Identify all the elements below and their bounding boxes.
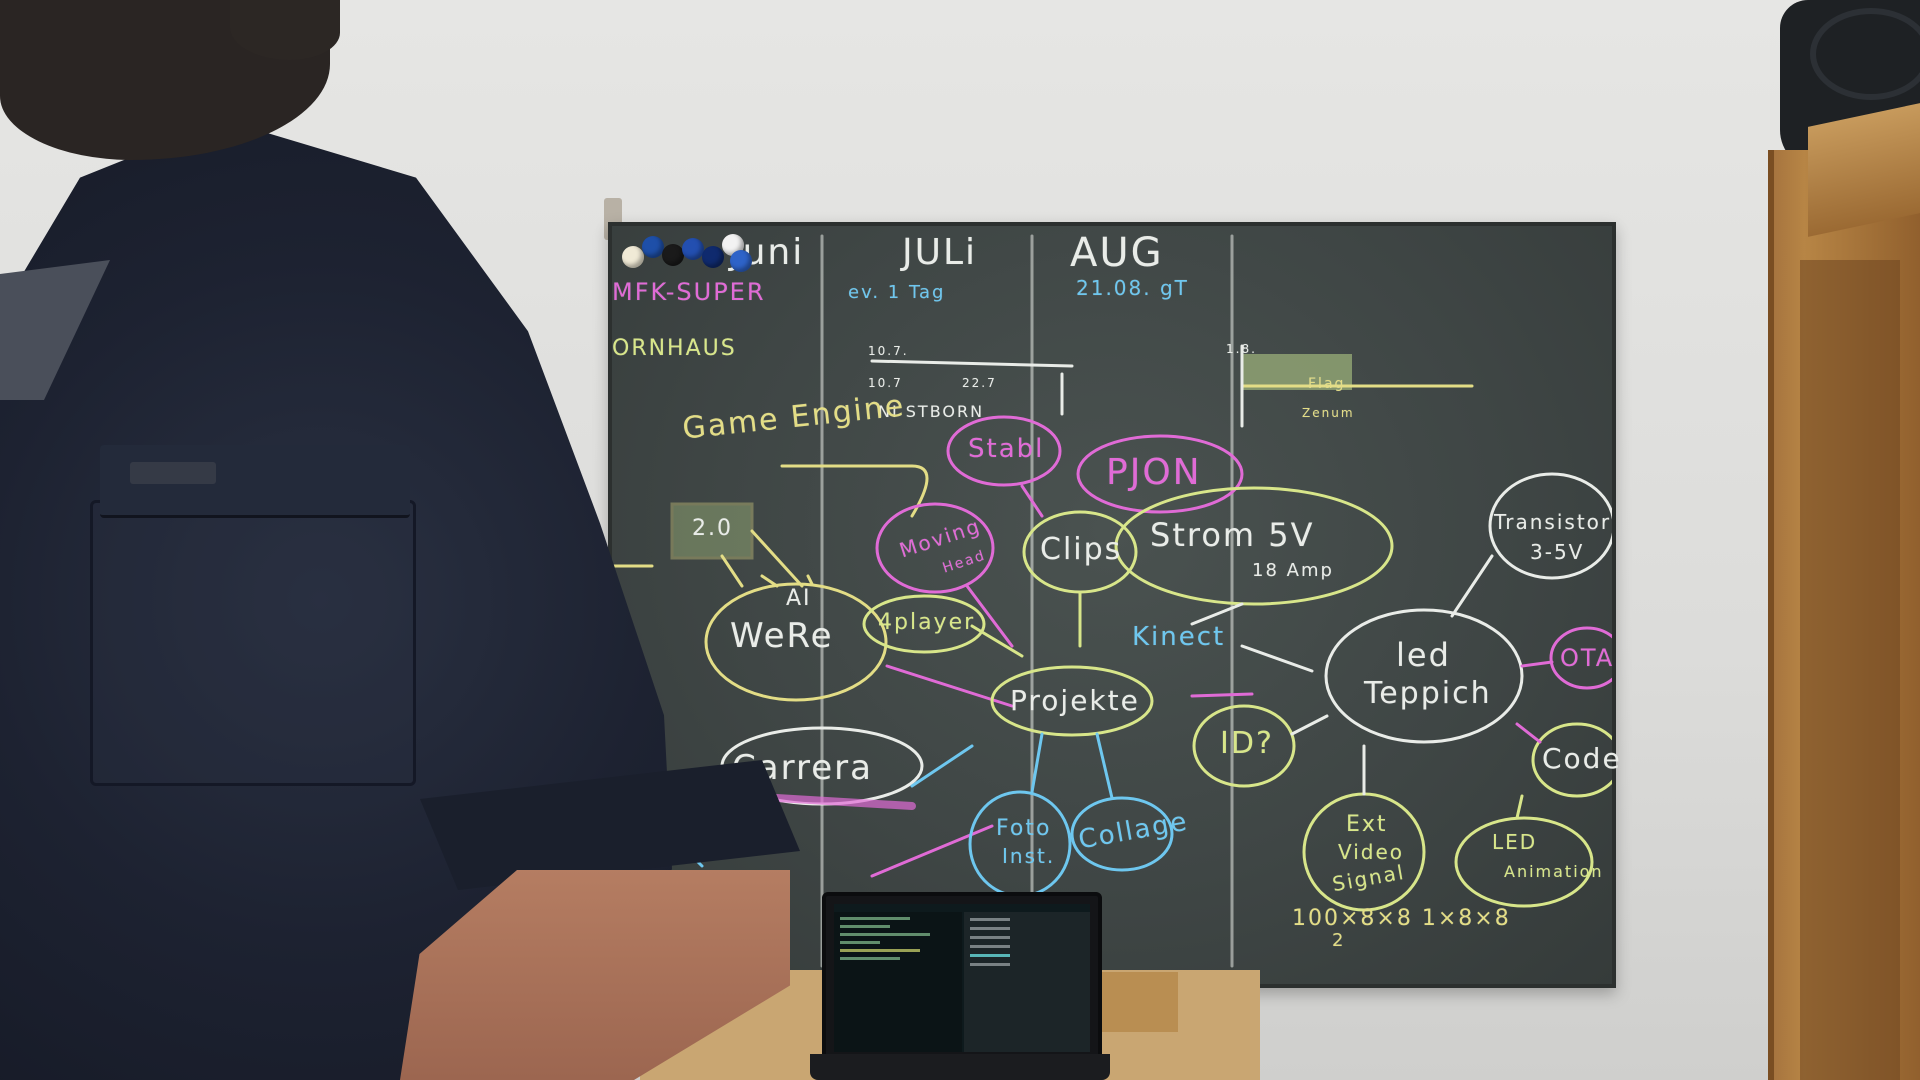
timeline-e: NI STBORN	[878, 402, 985, 421]
magnet	[642, 236, 664, 258]
label-video: Video	[1338, 840, 1405, 864]
header-juli: JULi	[902, 232, 978, 273]
pocket-badge	[130, 462, 216, 484]
header-aug: AUG	[1070, 230, 1164, 276]
backpack-strap	[1810, 8, 1920, 100]
file-row	[970, 963, 1010, 966]
terminal-line	[840, 917, 910, 920]
label-strom: Strom 5V	[1150, 516, 1315, 554]
label-calc-sub: 2	[1332, 930, 1346, 951]
label-foto: Foto	[996, 816, 1052, 841]
label-transistor-v: 3-5V	[1530, 540, 1585, 564]
magnet	[682, 238, 704, 260]
magnet	[622, 246, 644, 268]
file-manager-pane	[964, 912, 1090, 1052]
label-strom-amp: 18 Amp	[1252, 560, 1334, 581]
blackboard: Juni JULi AUG MFK-SUPER ORNHAUS ev. 1 Ta…	[608, 222, 1620, 988]
terminal-line	[840, 925, 890, 928]
laptop-base	[810, 1054, 1110, 1080]
label-iplayer: 4player	[878, 610, 976, 635]
hair	[230, 0, 340, 60]
label-pjon: PJON	[1106, 452, 1202, 493]
shirt-pocket	[90, 500, 416, 786]
terminal-line	[840, 957, 900, 960]
terminal-line	[840, 933, 930, 936]
label-kinect: Kinect	[1132, 622, 1226, 652]
label-ota: OTA	[1560, 644, 1615, 672]
label-ai: AI	[786, 586, 812, 611]
note-juli-sub: ev. 1 Tag	[848, 282, 946, 303]
note-mfk: MFK-SUPER	[612, 278, 766, 306]
label-led-anim: LED	[1492, 830, 1538, 854]
magnet	[662, 244, 684, 266]
label-20: 2.0	[692, 516, 733, 541]
magnet	[730, 250, 752, 272]
wooden-block	[1090, 972, 1178, 1032]
label-teppich: Teppich	[1364, 676, 1492, 711]
terminal-line	[840, 941, 880, 944]
label-ext: Ext	[1346, 812, 1388, 837]
shelf-interior	[1800, 260, 1900, 1080]
file-row	[970, 945, 1010, 948]
label-projekte: Projekte	[1010, 684, 1140, 717]
timeline-a: 10.7.	[868, 344, 909, 358]
person	[0, 0, 820, 1080]
label-calc: 100×8×8 1×8×8	[1292, 906, 1511, 931]
timeline-c: 10.7	[868, 376, 903, 390]
label-clips: Clips	[1040, 532, 1123, 567]
laptop	[822, 892, 1102, 1064]
label-id: ID?	[1220, 726, 1274, 761]
timeline-d: 22.7	[962, 376, 997, 390]
note-ornhaus: ORNHAUS	[612, 336, 737, 361]
magnets	[618, 232, 758, 272]
terminal-line	[840, 949, 920, 952]
terminal-pane	[834, 912, 962, 1052]
label-transistor: Transistor	[1494, 510, 1612, 534]
file-row	[970, 918, 1010, 921]
note-flag: Flag	[1308, 376, 1346, 392]
laptop-screen	[834, 904, 1090, 1052]
magnet	[702, 246, 724, 268]
timeline-b: 1.8.	[1226, 342, 1257, 356]
label-foto-inst: Inst.	[1002, 844, 1056, 868]
note-flag-sub: Zenum	[1302, 406, 1355, 420]
label-led: led	[1396, 636, 1451, 674]
label-code: Code	[1542, 742, 1622, 775]
file-row	[970, 927, 1010, 930]
note-aug-sub: 21.08. gT	[1076, 276, 1189, 300]
file-row-selected	[970, 954, 1010, 957]
label-stable: Stabl	[968, 434, 1045, 464]
file-row	[970, 936, 1010, 939]
chalk-drawings	[612, 234, 1612, 968]
label-animation: Animation	[1504, 862, 1604, 881]
label-were: WeRe	[730, 616, 834, 656]
